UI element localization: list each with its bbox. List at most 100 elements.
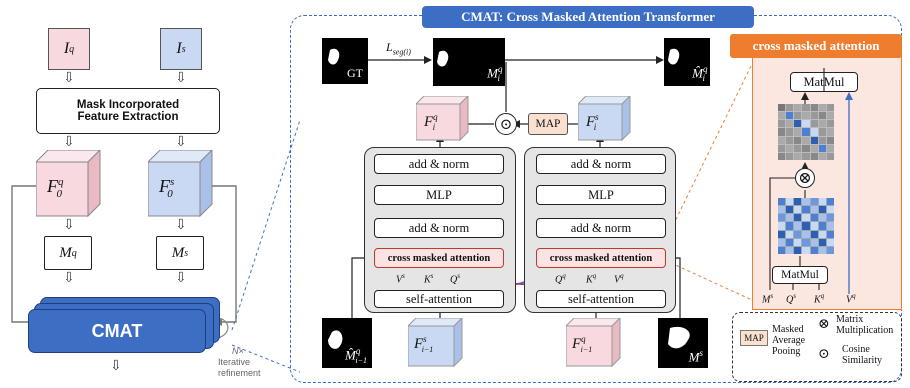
legend-otimes-icon: ⊗ bbox=[818, 316, 830, 333]
rv-sup: q bbox=[620, 272, 624, 280]
right-mlp: MLP bbox=[536, 185, 666, 205]
loss-label: Lseg(i) bbox=[386, 40, 411, 56]
arrow-down-icon: ⇩ bbox=[175, 271, 187, 286]
cma-qs: Q bbox=[786, 294, 794, 306]
cma-kq: K bbox=[814, 294, 821, 306]
fis-label: Fsi bbox=[586, 112, 599, 132]
left-self-attention: self-attention bbox=[374, 290, 504, 308]
loss-main: L bbox=[386, 40, 393, 54]
arrow-down-icon: ⇩ bbox=[63, 71, 75, 86]
refined-main: M̂ bbox=[692, 65, 703, 81]
cma-ms: M bbox=[762, 294, 771, 306]
rk-sup: q bbox=[592, 272, 597, 280]
left-add-norm-top: add & norm bbox=[374, 154, 504, 174]
fiq-sub: i bbox=[432, 122, 436, 132]
left-v-label: Vs bbox=[396, 272, 405, 285]
cma-vq: V bbox=[846, 294, 853, 306]
rq: Q bbox=[555, 274, 563, 286]
pred-shape-icon bbox=[437, 50, 449, 67]
feature-fq-prev-cube bbox=[566, 318, 621, 368]
lq-sup: s bbox=[457, 272, 460, 280]
pm-sub: i−1 bbox=[355, 356, 367, 365]
pred-main: M bbox=[487, 65, 498, 81]
legend-map-t0: Masked bbox=[772, 324, 804, 335]
arrow-down-icon: ⇩ bbox=[63, 135, 75, 150]
loop-line1: Iterative bbox=[218, 357, 251, 367]
loss-sub: seg(i) bbox=[392, 47, 411, 57]
right-add-norm-top: add & norm bbox=[536, 154, 666, 174]
feature-fs0-cube bbox=[148, 150, 213, 218]
rmlp-text: MLP bbox=[588, 187, 614, 202]
mq-sup: q bbox=[71, 247, 77, 259]
fis-sub: i bbox=[593, 122, 597, 132]
feature-fs-prev-cube bbox=[408, 318, 463, 368]
cma-ms-sup: s bbox=[770, 292, 774, 300]
fiq-label: Fqi bbox=[424, 112, 438, 132]
refined-sub: i bbox=[702, 73, 705, 83]
fs0-sub: 0 bbox=[167, 187, 173, 200]
legend-odot-t1: Similarity bbox=[842, 355, 882, 366]
iterative-refinement-label: N× Iterative refinement bbox=[218, 346, 261, 379]
lcma-text: cross masked attention bbox=[387, 252, 491, 264]
msb-main: M bbox=[688, 349, 700, 364]
refined-sup: q bbox=[702, 64, 708, 75]
legend-map-tag-text: MAP bbox=[744, 333, 764, 343]
feature-fiq-cube bbox=[416, 96, 469, 142]
iq-label: I bbox=[63, 40, 70, 57]
fis-main: F bbox=[586, 114, 596, 130]
matmul-bottom: MatMul bbox=[772, 266, 828, 284]
pred-sup: q bbox=[497, 64, 503, 75]
right-self-attention: self-attention bbox=[536, 290, 666, 308]
legend-otimes-symbol: ⊗ bbox=[818, 317, 830, 332]
prev-mask-shape-icon bbox=[328, 330, 343, 349]
prev-mask-label: M̂qi−1 bbox=[345, 346, 367, 365]
fqp-main: F bbox=[572, 336, 582, 352]
lan2-text: add & norm bbox=[408, 220, 470, 235]
cosine-similarity-icon: ⊙ bbox=[495, 113, 517, 135]
arrow-down-icon: ⇩ bbox=[175, 135, 187, 150]
masked-attention-map bbox=[778, 104, 834, 160]
lq: Q bbox=[450, 274, 458, 286]
pred-mask-label: Mqi bbox=[487, 64, 503, 83]
cma-kq-sup: q bbox=[820, 292, 825, 300]
mmb-text: MatMul bbox=[781, 269, 819, 281]
fiq-main: F bbox=[424, 114, 434, 130]
feature-extraction-block: Mask Incorporated Feature Extraction bbox=[36, 88, 220, 134]
pm-main: M̂ bbox=[345, 347, 356, 363]
cmat-panel-title: CMAT: Cross Masked Attention Transformer bbox=[422, 6, 754, 28]
left-k-label: Ks bbox=[424, 272, 433, 285]
legend-map-text: Masked Average Pooing bbox=[772, 324, 805, 357]
fq0-main: F bbox=[47, 176, 58, 196]
cma-detail-title: cross masked attention bbox=[730, 34, 902, 58]
legend-otimes-t1: Multiplication bbox=[836, 325, 894, 336]
refined-mask-image: M̂qi bbox=[664, 38, 710, 86]
lk-sup: s bbox=[430, 272, 434, 280]
map-block: MAP bbox=[528, 113, 568, 135]
cma-vq-input: Vq bbox=[846, 292, 856, 305]
ms-main: M bbox=[171, 244, 185, 261]
is-sup: s bbox=[181, 43, 186, 55]
extraction-line2: Feature Extraction bbox=[77, 111, 179, 123]
rsa-text: self-attention bbox=[568, 291, 634, 306]
right-q-label: Qq bbox=[555, 272, 566, 285]
fis-sup: s bbox=[595, 112, 599, 122]
fsp-main: F bbox=[414, 336, 424, 352]
cmat-title-text: CMAT: Cross Masked Attention Transformer bbox=[461, 9, 715, 24]
feature-fq0-cube bbox=[36, 150, 101, 218]
support-mask-label: Ms bbox=[689, 348, 703, 365]
gt-mask-image: GT bbox=[322, 38, 368, 84]
legend-map-t1: Average bbox=[772, 335, 806, 346]
is-label: I bbox=[176, 40, 182, 57]
cma-qs-sup: s bbox=[793, 292, 796, 300]
rq-sup: q bbox=[562, 272, 566, 280]
ran2-text: add & norm bbox=[570, 220, 632, 235]
rcma-text: cross masked attention bbox=[549, 252, 653, 264]
lmlp-text: MLP bbox=[426, 187, 452, 202]
cma-vq-sup: q bbox=[852, 292, 856, 300]
pred-sub: i bbox=[497, 73, 500, 83]
fs0-label: Fs0 bbox=[159, 176, 174, 200]
legend-odot-text: Cosine Similarity bbox=[842, 344, 882, 366]
